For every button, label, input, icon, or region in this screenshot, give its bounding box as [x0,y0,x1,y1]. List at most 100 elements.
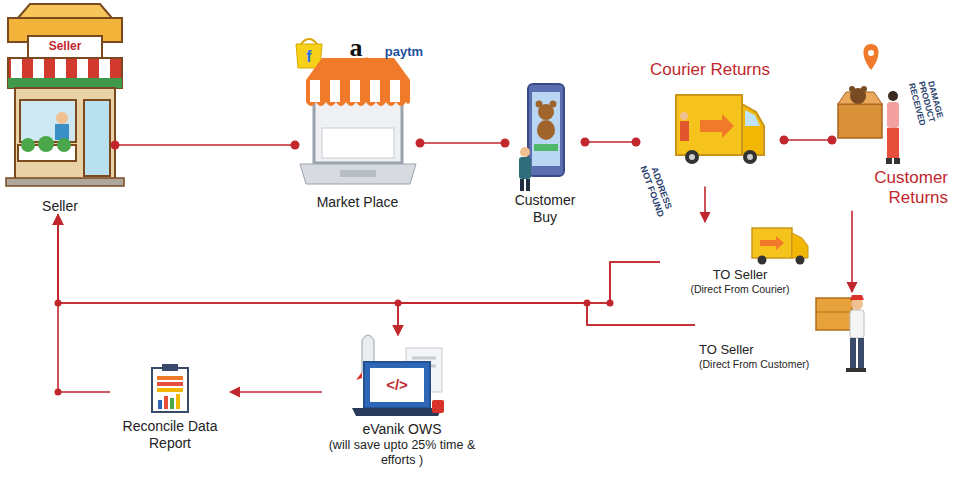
damaged-product-part [838,104,882,138]
seller-shop-part [15,88,115,180]
seller-shop [6,4,124,186]
flow-connector [784,139,832,141]
node-title: Seller [42,198,78,215]
flow-connector [585,141,636,143]
flow-connector [58,215,110,392]
seller-shop-part [6,178,124,186]
damaged-product-part [849,86,855,92]
evanik-ows-icon-part [352,408,442,416]
junction-dots [55,300,614,396]
reconcile-report-icon [152,364,188,412]
node-title: Courier Returns [650,60,770,80]
customer-phone-part [536,101,543,108]
reconcile-report-icon-part [157,382,183,386]
return-truck-small-part [758,256,767,265]
paytm-logo: paytm [379,45,429,59]
courier-truck-part [747,154,753,160]
evanik-ows-icon-part [412,357,436,360]
evanik-ows-icon-part [432,400,444,413]
courier-truck [676,95,764,164]
flow-connector [704,186,706,222]
return-truck-small [752,228,808,265]
marketplace-laptop-part [340,170,376,177]
customer-phone-part [550,101,557,108]
node-title: TO Seller [713,267,768,283]
return-truck-small-part [796,256,805,265]
node-note: (Direct From Courier) [690,283,789,296]
seller-shop-part [57,138,71,152]
node-note: (will save upto 25% time & efforts ) [327,438,477,468]
customer-carrying-box-part [850,295,864,300]
seller-shop-part [56,112,68,124]
seller-shop-part [21,138,35,152]
reconcile-report-icon-part [170,398,174,409]
seller-shop-part [28,36,102,58]
seller-shop-part [55,124,69,140]
customer-carrying-box-part [856,368,866,372]
customer-carrying-box-part [816,298,852,330]
customer-phone-part [526,179,530,191]
marketplace-laptop-part [306,80,410,102]
seller-shop-part [8,58,122,88]
courier-truck-part [680,121,689,141]
customer-carrying-box-part [816,312,852,313]
flow-connector [115,144,295,146]
flow-connector [398,303,695,335]
return-truck-small-part [752,228,792,258]
return-truck-small-part [792,233,808,258]
seller-node: Seller [5,5,115,215]
customer-carrying-box-part [858,338,864,368]
amazon-logo: a [341,34,371,63]
seller-shop-part [84,100,110,176]
reconcile-report-icon-part [158,400,162,409]
courier-truck-part [676,95,742,155]
shop-sign-text: Seller [30,40,100,53]
to-seller-courier-node: TO Seller(Direct From Courier) [660,222,820,297]
seller-shop-part [18,4,112,18]
customer-phone-part [519,157,531,179]
evanik-ows-icon [352,335,444,416]
damaged-product-part [861,86,867,92]
reconcile-report-icon-part [162,364,178,371]
marketplace-laptop-part [306,102,410,106]
customer-returns-node: Customer Returns [832,40,948,211]
courier-truck-part [742,104,764,155]
return-truck-small-part [760,236,784,250]
courier-truck-part [743,150,757,164]
to-seller-customer-node: TO Seller(Direct From Customer) [695,292,873,372]
courier-truck-part [689,154,695,160]
damaged-product [838,44,900,164]
courier-truck-part [745,110,760,126]
flow-connector [398,262,660,335]
evanik-ows-node: eVanik OWS(will save upto 25% time & eff… [322,335,482,468]
seller-shop-part [20,100,76,142]
reconcile-report-icon-part [176,394,180,409]
flow-connector [58,215,695,325]
courier-truck-part [685,150,699,164]
reconcile-report-icon-part [157,388,183,392]
flipkart-logo: f [299,48,319,66]
flow-connector [420,142,505,144]
damaged-product-part [894,158,900,164]
damaged-product-part [887,102,899,128]
damaged-product-part [868,50,874,56]
damaged-product-part [888,91,898,101]
customer-carrying-box-part [846,368,856,372]
node-title: eVanik OWS [362,421,441,438]
marketplace-laptop [300,58,416,184]
marketplace-logos-part [301,39,317,44]
customer-phone-part [537,120,555,140]
marketplace-laptop-part [300,164,416,184]
evanik-ows-icon-part [370,368,424,402]
customer-phone [519,84,564,191]
reconcile-report-node: Reconcile Data Report [110,360,230,452]
courier-truck-part [700,114,734,138]
reconcile-report-icon-part [152,368,188,412]
node-note: (Direct From Customer) [699,358,809,371]
reconcile-report-icon-part [157,376,183,380]
flow-connector [58,215,660,303]
courier-truck-part [680,112,688,120]
customer-carrying-box-part [850,310,864,338]
